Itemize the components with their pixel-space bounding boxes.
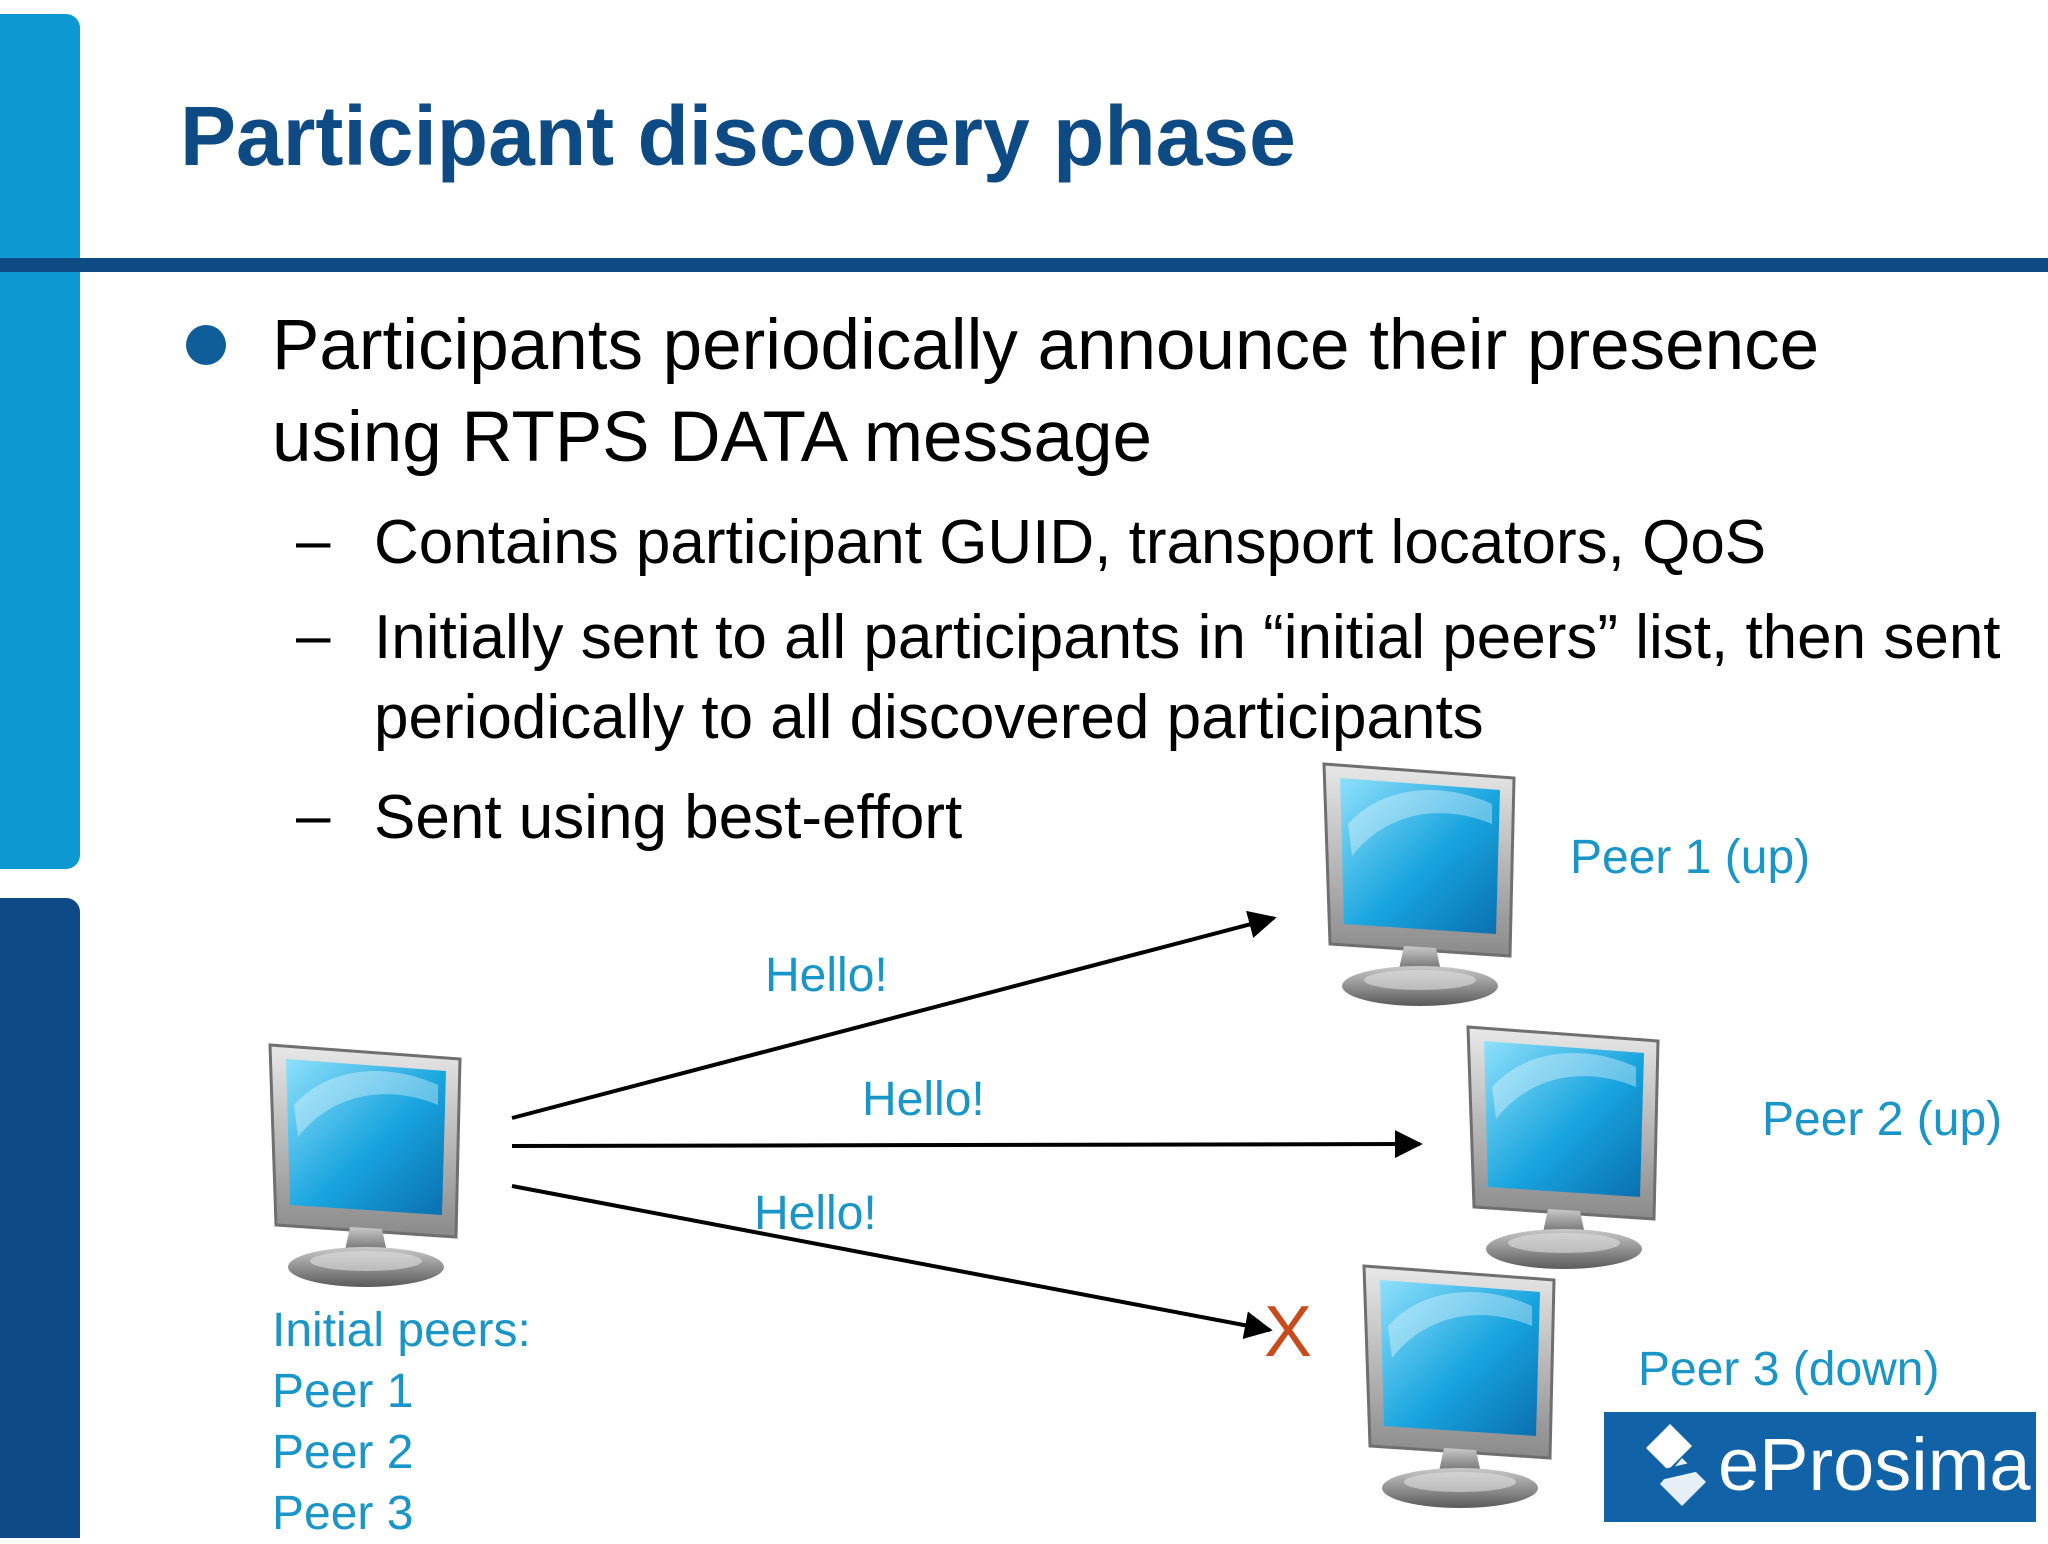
peer-2-computer-icon [1466, 1025, 1660, 1271]
initial-peer-item: Peer 1 [272, 1365, 414, 1418]
sub-bullet-1: Contains participant GUID, transport loc… [374, 508, 1767, 577]
local-participant-computer-icon [268, 1043, 462, 1289]
peer-1-label: Peer 1 (up) [1570, 831, 1811, 884]
arrow-to-peer-1 [511, 910, 1277, 1120]
hello-message-2: Hello! [862, 1073, 985, 1126]
slide-title: Participant discovery phase [180, 89, 1296, 183]
sub-bullet-2: Initially sent to all participants in “i… [374, 603, 2001, 752]
arrow-to-peer-3 [511, 1184, 1273, 1340]
sub-bullet-3: Sent using best-effort [374, 783, 963, 852]
initial-peers-title: Initial peers: [272, 1304, 531, 1357]
failure-mark-icon: X [1264, 1292, 1312, 1372]
main-bullet: Participants periodically announce their… [272, 306, 1820, 477]
initial-peers-list: Initial peers: Peer 1 Peer 2 Peer 3 [272, 1300, 531, 1544]
eprosima-mark-icon [1628, 1424, 1718, 1506]
bullet-dot [186, 325, 226, 365]
peer-1-computer-icon [1322, 762, 1516, 1008]
sub-bullet-dash: – [296, 781, 331, 850]
sub-bullet-dash: – [296, 506, 331, 575]
peer-3-label: Peer 3 (down) [1638, 1343, 1940, 1396]
initial-peer-item: Peer 2 [272, 1426, 414, 1479]
hello-message-1: Hello! [765, 949, 888, 1002]
accent-bar-top [0, 14, 80, 869]
sub-bullet-dash: – [296, 601, 331, 670]
peer-2-label: Peer 2 (up) [1762, 1093, 2003, 1146]
initial-peer-item: Peer 3 [272, 1487, 414, 1540]
hello-message-3: Hello! [754, 1187, 877, 1240]
eprosima-logo: eProsima [1604, 1412, 2036, 1522]
logo-text: eProsima [1718, 1423, 2031, 1506]
accent-bar-bottom [0, 898, 80, 1538]
title-rule [0, 258, 2048, 272]
peer-3-computer-icon [1362, 1264, 1556, 1510]
arrow-to-peer-2 [511, 1130, 1423, 1159]
